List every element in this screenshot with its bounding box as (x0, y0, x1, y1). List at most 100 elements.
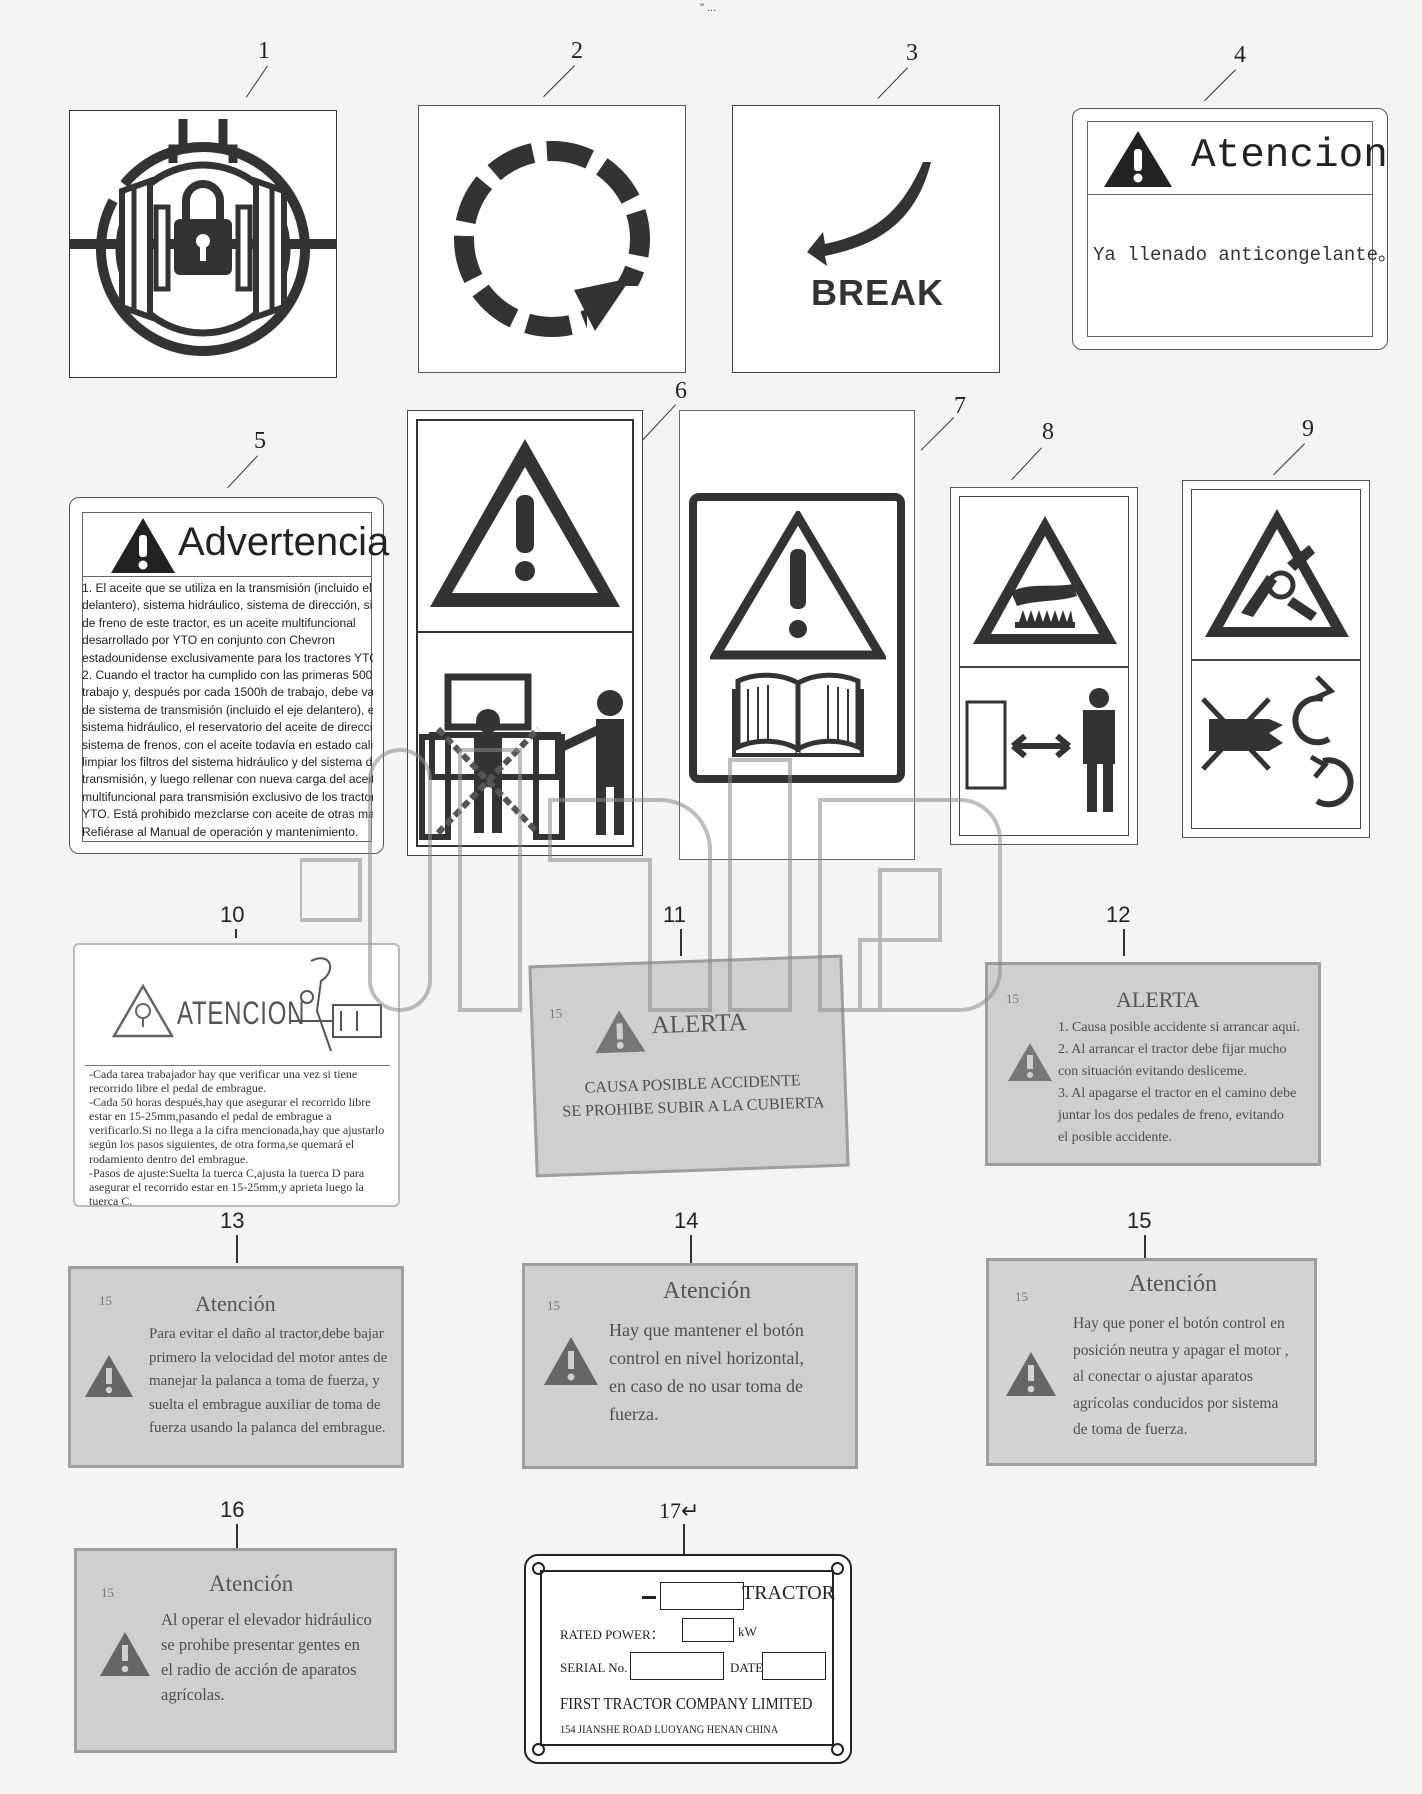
decal14-line: Hay que mantener el botón (609, 1320, 804, 1340)
decal4-heading: Atencion (1191, 133, 1388, 179)
decal15-line: de toma de fuerza. (1073, 1421, 1188, 1438)
decal-7-read-manual (679, 410, 915, 860)
decal5-heading: Advertencia (178, 520, 390, 564)
warning-triangle-icon (100, 1632, 150, 1676)
plate-date-label: DATE (730, 1660, 764, 1675)
model-field (660, 1582, 744, 1610)
decal5-line: trabajo y, después por cada 1500h de tra… (82, 685, 373, 700)
serial-field (630, 1652, 724, 1680)
decal-9-entanglement (1182, 480, 1370, 838)
decal-11-alerta-cubierta: 15 ALERTA CAUSA POSIBLE ACCIDENTE SE PRO… (528, 954, 850, 1178)
decal10-line: -Cada 50 horas después,hay que asegurar … (89, 1095, 371, 1110)
header-mark: " ... (700, 2, 717, 14)
decal-3-break: BREAK (732, 105, 1000, 373)
no-hands-rotation-icon (1201, 675, 1354, 808)
decal-8-hot-surface (950, 487, 1138, 845)
keep-distance-icon (965, 688, 1115, 812)
decal5-line: limpiar los filtros del sistema hidráuli… (82, 755, 373, 770)
decal12-mark: 15 (1006, 991, 1019, 1006)
warning-triangle-icon (544, 1337, 598, 1385)
decal16-line: Al operar el elevador hidráulico (161, 1610, 372, 1629)
rated-power-field (682, 1618, 734, 1642)
warning-triangle-icon (111, 983, 175, 1038)
decal5-line: de freno de este tractor, es un aceite m… (82, 615, 356, 630)
leader-16 (236, 1524, 238, 1550)
decal-5-advertencia: Advertencia 1. El aceite que se utiliza … (69, 497, 389, 854)
plate-company: FIRST TRACTOR COMPANY LIMITED (560, 1694, 813, 1713)
decal13-heading: Atención (195, 1291, 276, 1316)
decal13-line: manejar la palanca a toma de fuerza, y (149, 1373, 380, 1389)
decal13-mark: 15 (99, 1293, 112, 1308)
callout-14: 14 (674, 1208, 699, 1233)
decal10-line: recorrido libre el pedal de embrague. (89, 1081, 267, 1096)
decal14-mark: 15 (547, 1298, 560, 1313)
decal-6-crush-warning (407, 410, 643, 856)
decal10-line: tuerca C. (89, 1193, 133, 1208)
decal12-body: 1. Causa posible accidente si arrancar a… (1058, 1017, 1300, 1149)
decal13-line: fuerza usando la palanca del embrague. (149, 1420, 386, 1436)
decal-1-diff-lock (69, 110, 337, 378)
callout-13: 13 (220, 1208, 245, 1233)
decal13-body: Para evitar el daño al tractor,debe baja… (149, 1323, 387, 1441)
callout-15: 15 (1127, 1208, 1152, 1233)
warning-triangle-icon (111, 518, 175, 573)
decal5-line: Refiérase al Manual de operación y mante… (82, 824, 359, 839)
decal13-line: primero la velocidad del motor antes de (149, 1349, 388, 1366)
diff-lock-icon (70, 119, 336, 356)
callout-7: 7 (954, 393, 966, 419)
decal15-heading: Atención (1129, 1271, 1217, 1297)
leader-8 (1011, 447, 1042, 481)
plate-kw-label: kW (738, 1624, 757, 1639)
decal5-line: sistema de frenos, con el aceite todavía… (82, 737, 373, 752)
leader-5 (227, 455, 258, 489)
decal5-body: 1. El aceite que se utiliza en la transm… (82, 580, 373, 841)
decal15-line: Hay que poner el botón control en (1073, 1315, 1285, 1332)
decal10-body: -Cada tarea trabajador hay que verificar… (89, 1067, 384, 1208)
decal16-line: el radio de acción de aparatos (161, 1660, 357, 1679)
leader-10 (235, 929, 237, 938)
leader-3 (877, 67, 908, 99)
decal5-line: estadounidense exclusivamente para los t… (82, 650, 373, 665)
decal5-line: sistema hidráulico, el reservatorio del … (82, 720, 373, 735)
plate-tractor-label: TRACTOR (742, 1582, 835, 1604)
callout-3: 3 (906, 40, 918, 66)
decal10-line: según los pasos siguientes, de otra form… (89, 1137, 355, 1152)
rotation-arrow-icon (454, 141, 650, 346)
callout-2: 2 (571, 38, 583, 64)
decal5-line: 2. Cuando el tractor ha cumplido con las… (82, 668, 373, 683)
plate-serial-label: SERIAL No. (560, 1660, 628, 1675)
callout-5: 5 (254, 428, 266, 454)
plate-rated-power-label: RATED POWER： (560, 1627, 664, 1642)
decal5-line: transmisión, y luego rellenar con nueva … (82, 772, 373, 787)
warning-triangle-icon (1008, 1043, 1052, 1081)
watermark-logo (300, 748, 1002, 1012)
decal5-line: YTO. Está prohibido mezclarse con aceite… (82, 807, 373, 822)
decal10-heading: ATENCION (177, 995, 306, 1031)
warning-triangle-icon (85, 1355, 133, 1397)
decal15-mark: 15 (1015, 1289, 1028, 1304)
decal13-line: Para evitar el daño al tractor,debe baja… (149, 1326, 384, 1342)
rotating-part-hazard-icon (1205, 509, 1349, 637)
open-book-icon (732, 672, 864, 757)
leader-15 (1144, 1235, 1146, 1263)
leader-17 (683, 1524, 685, 1554)
leader-2 (543, 65, 575, 98)
warning-triangle-icon (710, 511, 886, 660)
decal13-line: suelta el embrague auxiliar de toma de (149, 1396, 381, 1413)
decal14-line: control en nivel horizontal, (609, 1348, 804, 1368)
leader-7 (920, 417, 954, 451)
decal10-line: estar en 15-25mm,pasando el pedal de emb… (89, 1109, 332, 1124)
decal12-line: juntar los dos pedales de freno, evitand… (1058, 1108, 1284, 1123)
decal10-line: verificarlo.Si no llega a la cifra menci… (89, 1123, 385, 1138)
warning-triangle-icon (1006, 1352, 1056, 1396)
decal5-line: 1. El aceite que se utiliza en la transm… (82, 581, 373, 595)
callout-16: 16 (220, 1497, 245, 1522)
curved-arrow-icon (807, 162, 931, 266)
tractor-crush-hazard-icon (419, 673, 624, 840)
decal15-body: Hay que poner el botón control en posici… (1073, 1311, 1289, 1444)
decal10-line: -Pasos de ajuste:Suelta la tuerca C,ajus… (89, 1165, 365, 1180)
warning-triangle-icon (1104, 131, 1172, 187)
leader-14 (690, 1235, 692, 1263)
decal16-line: se prohibe presentar gentes en (161, 1635, 360, 1654)
decal5-line: multifuncional para transmisión exclusiv… (82, 789, 373, 804)
